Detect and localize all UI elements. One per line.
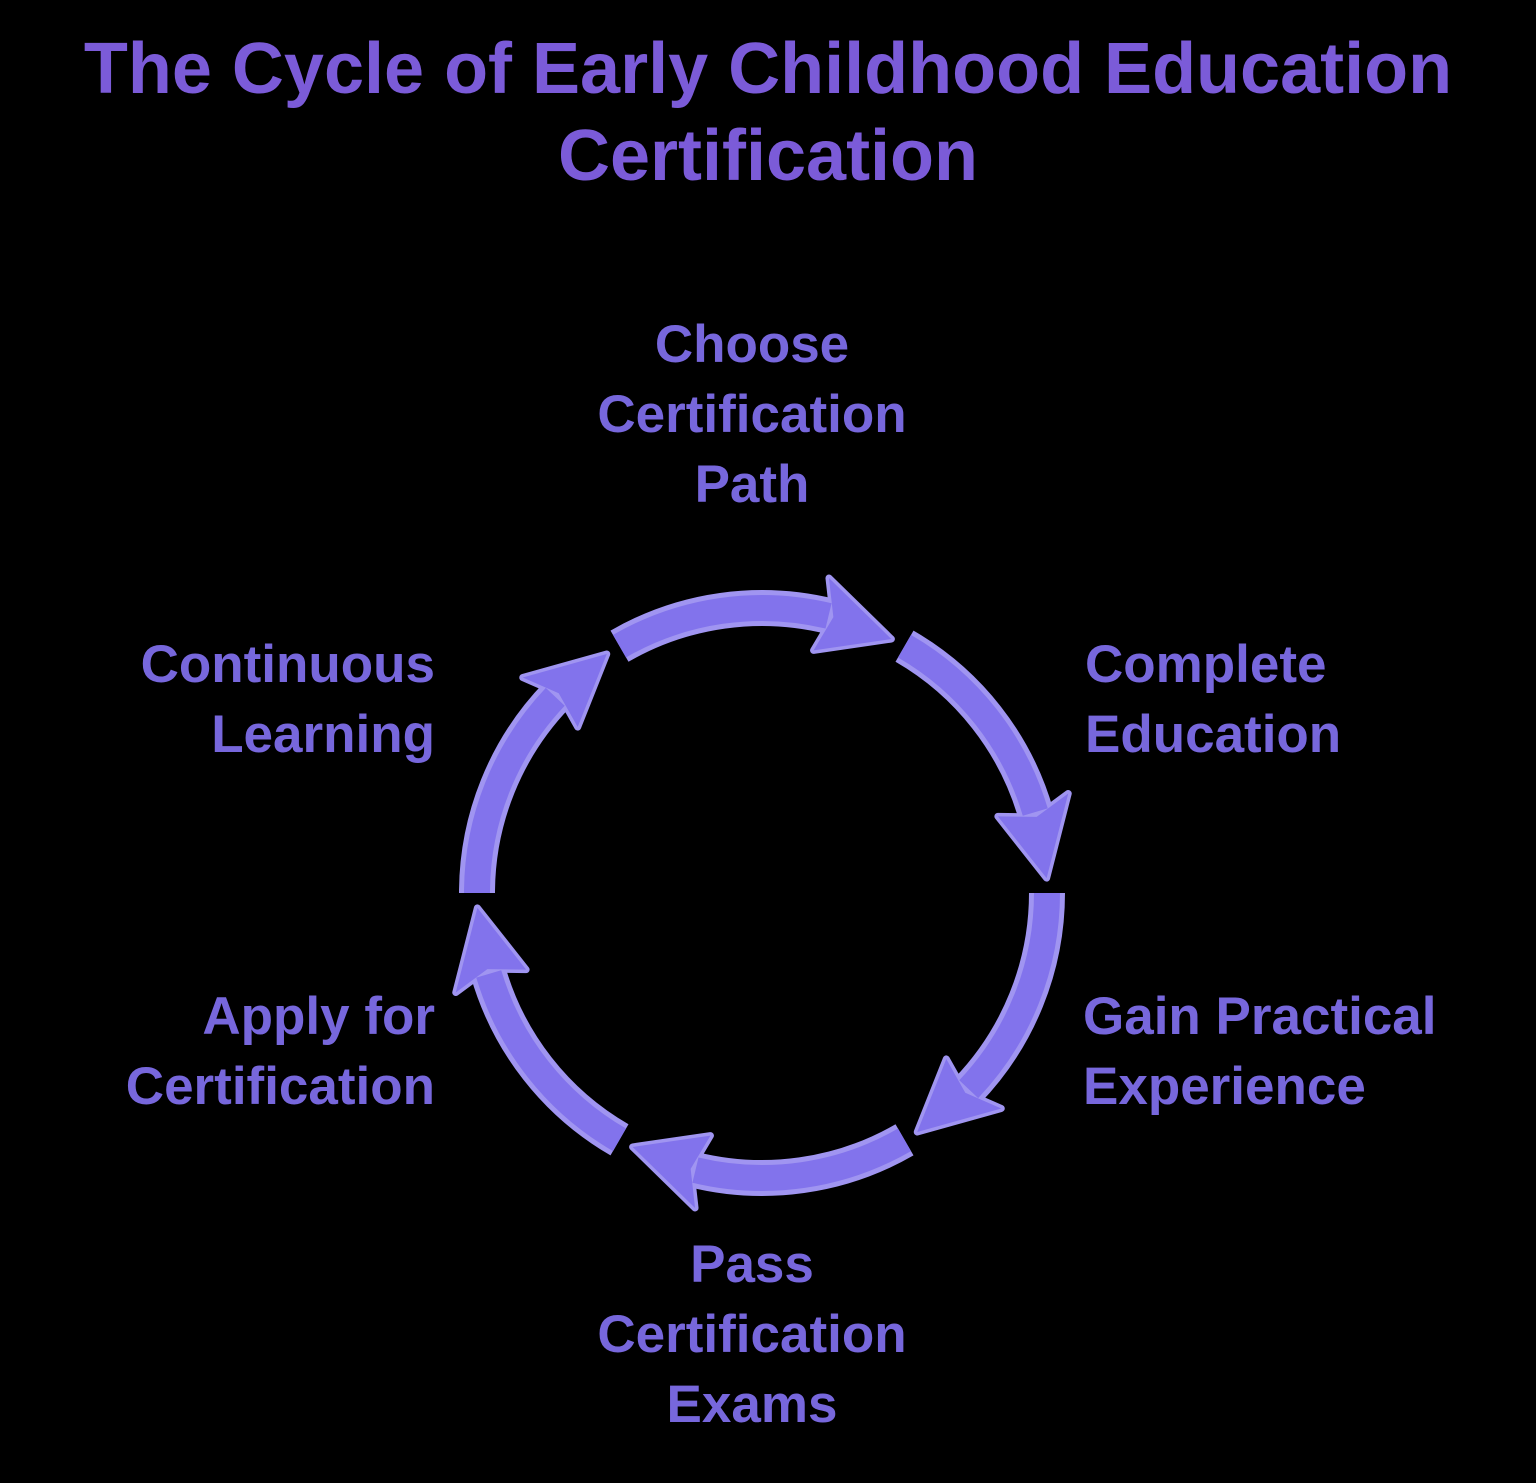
step-label-complete-education: Complete Education [1085, 635, 1342, 764]
step-label-choose-certification-path: Choose Certification Path [597, 315, 907, 514]
step-label-continuous-learning: Continuous Learning [140, 635, 435, 764]
diagram-title: The Cycle of Early Childhood Education C… [83, 29, 1453, 196]
step-label-gain-practical-experience: Gain Practical Experience [1083, 987, 1437, 1116]
step-label-apply-for-certification: Apply for Certification [125, 987, 435, 1116]
step-label-pass-certification-exams: Pass Certification Exams [597, 1235, 907, 1434]
